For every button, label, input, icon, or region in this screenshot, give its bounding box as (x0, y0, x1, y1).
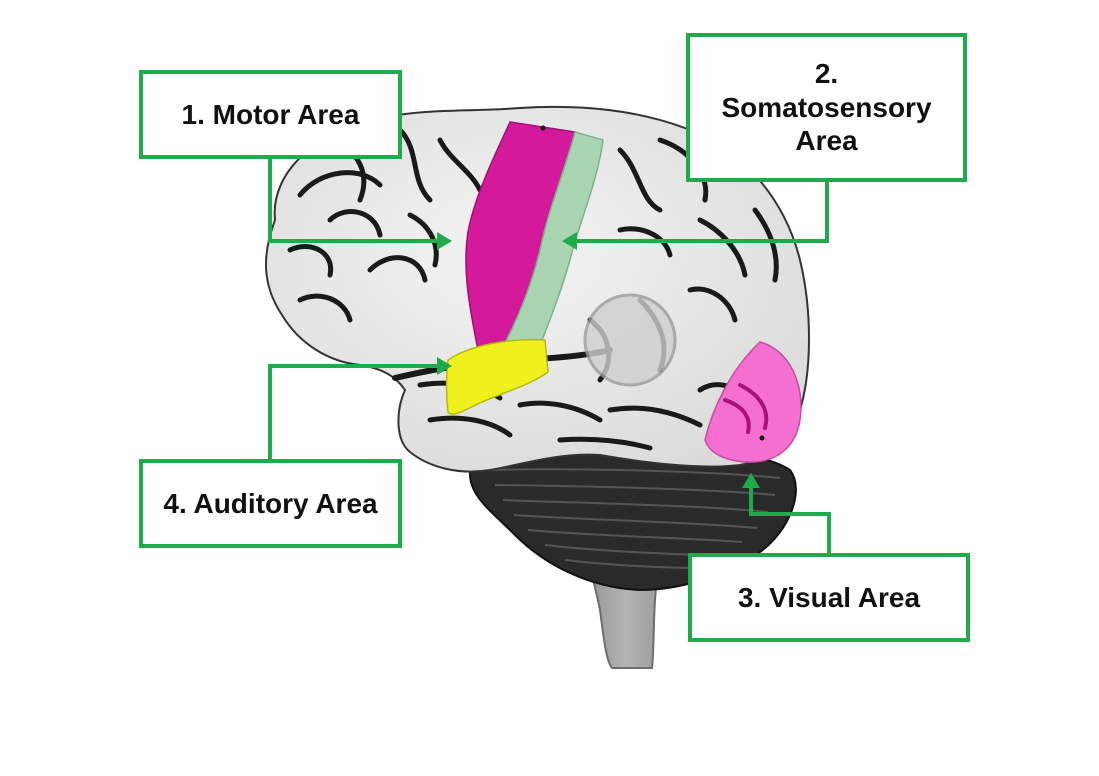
visual-region (704, 341, 802, 463)
connector-arrowheads (437, 232, 760, 488)
somatosensory-label-line3: Area (795, 125, 858, 157)
visual-region-fold (723, 383, 769, 434)
arrowhead-visual (742, 473, 760, 488)
visual-area-label-text: 3. Visual Area (737, 581, 921, 613)
somatosensory-label-line2: Somatosensory (721, 91, 932, 123)
motor-area-label-text: 1. Motor Area (181, 98, 360, 130)
somatosensory-label-line1: 2. (814, 58, 839, 90)
visual-marker-dot (759, 435, 765, 441)
connector-lines (268, 159, 831, 553)
arrowhead-motor (437, 232, 452, 250)
auditory-area-label: 4. Auditory Area (139, 459, 402, 548)
somatosensory-area-label: 2. Somatosensory Area (686, 33, 967, 182)
auditory-region (445, 338, 549, 415)
arrowhead-auditory (437, 357, 452, 375)
insula (583, 293, 677, 387)
arrowhead-somatosensory (562, 232, 577, 250)
motor-area-label: 1. Motor Area (139, 70, 402, 159)
motor-marker-dot (540, 125, 546, 131)
connector-auditory (268, 364, 440, 459)
connector-visual (749, 485, 831, 553)
connector-motor (268, 159, 440, 243)
visual-area-label: 3. Visual Area (688, 553, 970, 642)
auditory-area-label-text: 4. Auditory Area (163, 487, 378, 519)
connector-somatosensory (574, 182, 829, 243)
